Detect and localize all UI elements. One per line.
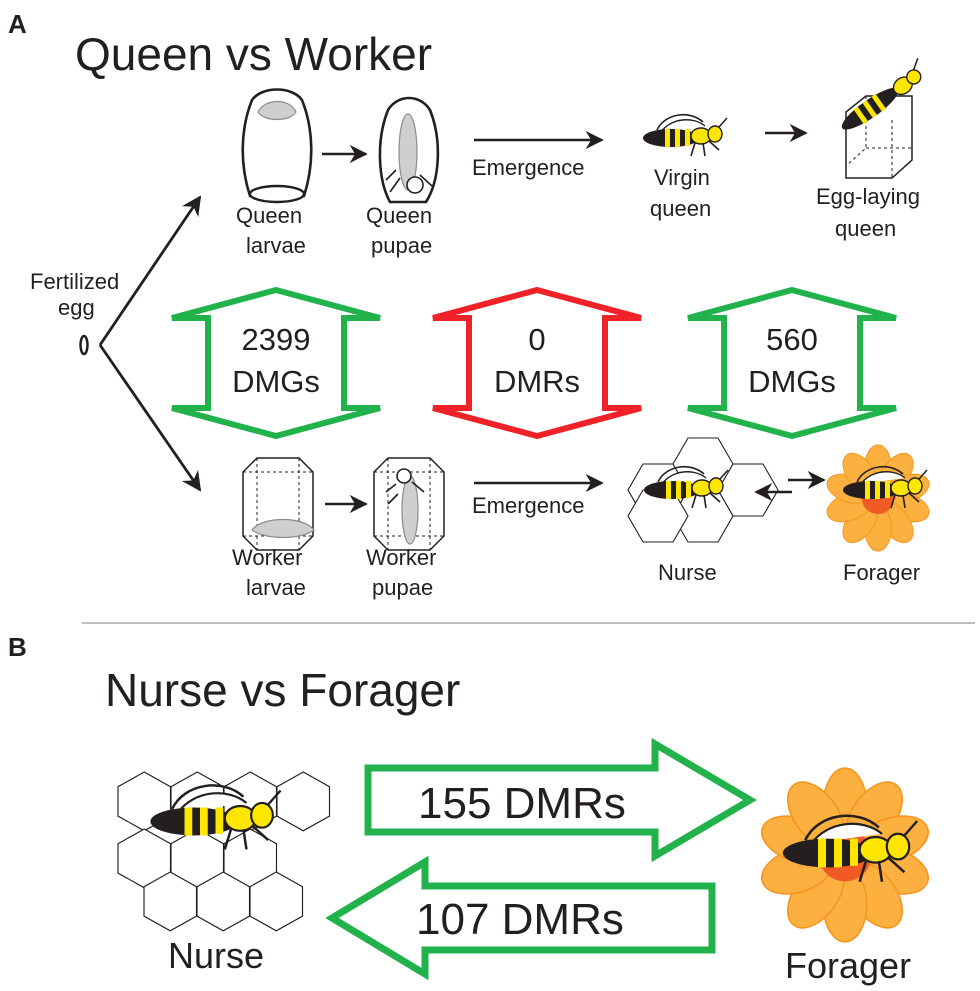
queen-pupae-icon	[378, 96, 440, 204]
comparison-arrow-3	[687, 286, 897, 440]
egg-label-line1: Fertilized	[30, 269, 119, 294]
worker-larvae-label-line2: larvae	[246, 575, 306, 600]
comparison-arrow-2	[432, 286, 642, 440]
comparison-unit-1: DMGs	[232, 364, 320, 399]
queen-larvae-label-line1: Queen	[236, 203, 302, 228]
virgin-queen-label-line2: queen	[650, 196, 711, 221]
comparison-arrow-1	[171, 286, 381, 440]
panel-b-title: Nurse vs Forager	[105, 664, 460, 716]
egg-laying-queen-label-line2: queen	[835, 216, 896, 241]
nurse-label-a: Nurse	[658, 560, 717, 585]
forward-dmrs-label: 155 DMRs	[418, 779, 626, 828]
comparison-unit-2: DMRs	[494, 364, 580, 399]
comparison-value-2: 0	[528, 322, 545, 357]
queen-larvae-icon	[241, 88, 313, 204]
egg-laying-queen-label-line1: Egg-laying	[816, 184, 920, 209]
worker-pupae-label-line2: pupae	[372, 575, 433, 600]
egg-laying-queen-icon	[841, 57, 922, 179]
queen-pupae-label-line2: pupae	[371, 233, 432, 258]
backward-dmrs-label: 107 DMRs	[416, 895, 624, 944]
queen-emergence-label: Emergence	[472, 155, 585, 180]
nurse-to-forager-big-arrow	[364, 737, 757, 863]
queen-larvae-label-line2: larvae	[246, 233, 306, 258]
comparison-value-1: 2399	[242, 322, 311, 357]
comparison-unit-3: DMGs	[748, 364, 836, 399]
worker-emergence-label: Emergence	[472, 493, 585, 518]
forager-to-nurse-big-arrow	[325, 855, 716, 981]
virgin-queen-bee-icon	[642, 113, 728, 157]
worker-larvae-label-line1: Worker	[232, 545, 303, 570]
nurse-label-b: Nurse	[168, 935, 264, 976]
panel-b-letter: B	[8, 632, 27, 662]
egg-to-worker-arrow	[98, 344, 202, 492]
worker-pupae-label-line1: Worker	[366, 545, 437, 570]
egg-label-line2: egg	[58, 295, 95, 320]
forager-label-a: Forager	[843, 560, 920, 585]
virgin-queen-label-line1: Virgin	[654, 165, 710, 190]
queen-pupae-label-line1: Queen	[366, 203, 432, 228]
forager-label-b: Forager	[785, 945, 911, 986]
panel-a-title: Queen vs Worker	[75, 28, 432, 80]
comparison-value-3: 560	[766, 322, 818, 357]
egg-to-queen-arrow	[98, 195, 202, 346]
worker-pupae-icon	[385, 468, 425, 545]
panel-a-letter: A	[8, 9, 27, 39]
fertilized-egg-icon	[79, 334, 89, 356]
worker-larvae-icon	[251, 519, 315, 539]
